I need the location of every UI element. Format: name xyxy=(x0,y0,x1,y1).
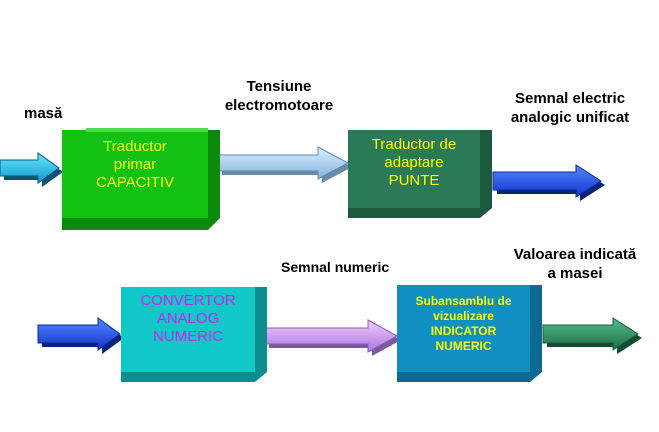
label-unified-signal: Semnal electric analogic unificat xyxy=(510,90,630,126)
arrow-converter-input xyxy=(37,317,124,354)
arrow-unified-signal xyxy=(492,164,605,201)
arrow-emf xyxy=(217,146,352,183)
block-converter-text: CONVERTOR ANALOG NUMERIC xyxy=(140,291,236,345)
block-display-text: Subansamblu de vizualizare INDICATOR NUM… xyxy=(415,293,512,353)
block-primary-text: Traductor primar CAPACITIV xyxy=(95,138,175,191)
arrow-numeric-signal xyxy=(264,319,401,356)
label-input-mass: masă xyxy=(24,105,63,122)
block-converter-shape xyxy=(121,287,267,382)
block-adapter-text: Traductor de adaptare PUNTE xyxy=(371,136,457,189)
block-display-shape xyxy=(397,285,542,382)
block-adapter-shape xyxy=(348,130,492,218)
label-indicated-value: Valoarea indicată a masei xyxy=(513,246,637,282)
arrow-mass-input xyxy=(0,152,63,187)
label-numeric-signal: Semnal numeric xyxy=(281,259,390,275)
block-primary-shape xyxy=(62,128,220,230)
arrow-indicated-value xyxy=(542,317,642,354)
label-emf: Tensiune electromotoare xyxy=(224,78,334,114)
